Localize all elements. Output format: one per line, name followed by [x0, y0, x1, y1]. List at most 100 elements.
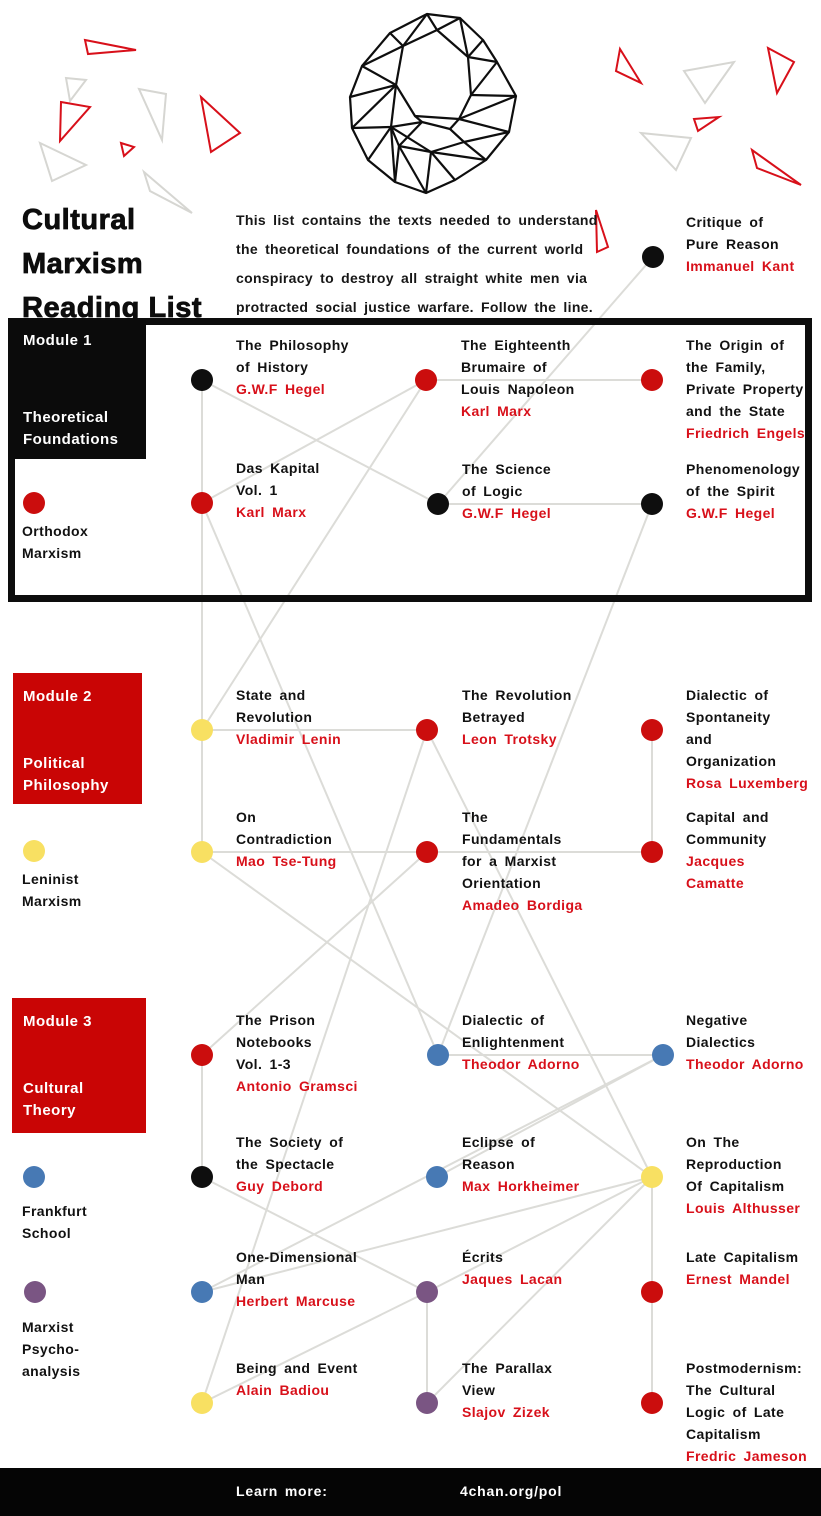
- q-logo-mesh-line: [351, 84, 397, 129]
- node-dot-blue: [652, 1044, 674, 1066]
- book-author: G.W.F Hegel: [462, 505, 552, 521]
- node-dot-purple: [416, 1281, 438, 1303]
- decor-triangle: [119, 141, 136, 158]
- book-title: On The Reproduction Of Capitalism: [686, 1134, 785, 1194]
- book-title: Capital and Community: [686, 809, 769, 847]
- legend-label: Marxist Psycho- analysis: [22, 1319, 81, 1379]
- book-author: Leon Trotsky: [462, 731, 557, 747]
- book-author: Max Horkheimer: [462, 1178, 580, 1194]
- module-subtitle: Cultural Theory: [23, 1080, 84, 1119]
- book-author: Rosa Luxemberg: [686, 775, 809, 791]
- q-logo-mesh-line: [426, 13, 438, 31]
- q-logo-mesh-line: [361, 65, 397, 86]
- book-title: The Society of the Spectacle: [236, 1134, 344, 1172]
- module-name: Module 3: [23, 1013, 93, 1030]
- q-logo-mesh-line: [414, 115, 423, 123]
- q-logo-mesh-line: [389, 32, 404, 47]
- book-title: Late Capitalism: [686, 1249, 799, 1265]
- network-lines: [201, 256, 664, 1404]
- decor-triangle: [199, 94, 242, 154]
- q-logo-mesh-line: [367, 126, 392, 161]
- q-logo-mesh-line: [351, 125, 392, 130]
- connection-line: [201, 1291, 428, 1404]
- legend-label: Frankfurt School: [22, 1203, 88, 1241]
- node-dot-black: [191, 1166, 213, 1188]
- book-title: The Science of Logic: [462, 461, 552, 499]
- book-author: Louis Althusser: [686, 1200, 801, 1216]
- book-title: The Fundamentals for a Marxist Orientati…: [462, 809, 562, 891]
- decor-triangle: [692, 115, 723, 133]
- book-author: Guy Debord: [236, 1178, 324, 1194]
- q-logo-mesh-line: [467, 39, 484, 58]
- book-author: Jacques Camatte: [686, 853, 745, 891]
- book-author: Antonio Gramsci: [236, 1078, 358, 1094]
- q-logo-mesh-line: [458, 94, 517, 121]
- connection-line: [426, 729, 653, 1178]
- connection-line: [201, 729, 428, 1404]
- book-title: The Eighteenth Brumaire of Louis Napoleo…: [461, 337, 575, 397]
- book-author: Friedrich Engels: [686, 425, 806, 441]
- book-title: Dialectic of Enlightenment: [462, 1012, 565, 1050]
- node-dot-red: [641, 1392, 663, 1414]
- q-logo-mesh-line: [389, 126, 397, 183]
- node-dot-black: [427, 493, 449, 515]
- node-dot-red: [415, 369, 437, 391]
- book-author: G.W.F Hegel: [686, 505, 776, 521]
- connection-line: [201, 851, 653, 1178]
- book-author: Slajov Zizek: [462, 1404, 550, 1420]
- node-dot-yellow: [641, 1166, 663, 1188]
- decor-triangle: [83, 38, 137, 56]
- module-name: Module 1: [23, 332, 93, 349]
- decor-triangle: [766, 46, 796, 96]
- decor-triangle: [638, 131, 693, 172]
- book-title: Écrits: [462, 1249, 504, 1265]
- book-author: Immanuel Kant: [686, 258, 795, 274]
- node-dot-yellow: [23, 840, 45, 862]
- node-dot-black: [642, 246, 664, 268]
- node-dot-blue: [23, 1166, 45, 1188]
- q-logo-mesh-line: [398, 121, 423, 147]
- book-author: Mao Tse-Tung: [236, 853, 337, 869]
- book-author: Vladimir Lenin: [236, 731, 342, 747]
- book-author: Theodor Adorno: [686, 1056, 804, 1072]
- q-logo-mesh-line: [398, 145, 427, 194]
- q-logo-mesh-line: [349, 83, 397, 99]
- decor-triangle: [137, 87, 168, 144]
- node-dot-yellow: [191, 719, 213, 741]
- book-title: Dialectic of Spontaneity and Organizatio…: [686, 687, 777, 769]
- node-dot-blue: [191, 1281, 213, 1303]
- q-logo-mesh-line: [449, 128, 465, 143]
- node-dot-purple: [416, 1392, 438, 1414]
- q-logo-mesh-line: [393, 145, 401, 183]
- book-title: One-Dimensional Man: [236, 1249, 358, 1287]
- legend-label: Leninist Marxism: [22, 871, 82, 909]
- footer-bar: Learn more: 4chan.org/pol: [0, 1468, 821, 1516]
- node-dot-red: [641, 369, 663, 391]
- book-title: Negative Dialectics: [686, 1012, 756, 1050]
- q-logo-ring: [348, 12, 518, 195]
- node-dot-black: [641, 493, 663, 515]
- book-author: Amadeo Bordiga: [462, 897, 583, 913]
- footer-site-link: 4chan.org/pol: [460, 1483, 563, 1499]
- connection-line: [426, 1176, 653, 1293]
- book-author: Karl Marx: [236, 504, 307, 520]
- module-subtitle: Political Philosophy: [23, 755, 109, 794]
- q-logo: [348, 12, 518, 195]
- node-dot-red: [23, 492, 45, 514]
- connection-line: [201, 1176, 428, 1293]
